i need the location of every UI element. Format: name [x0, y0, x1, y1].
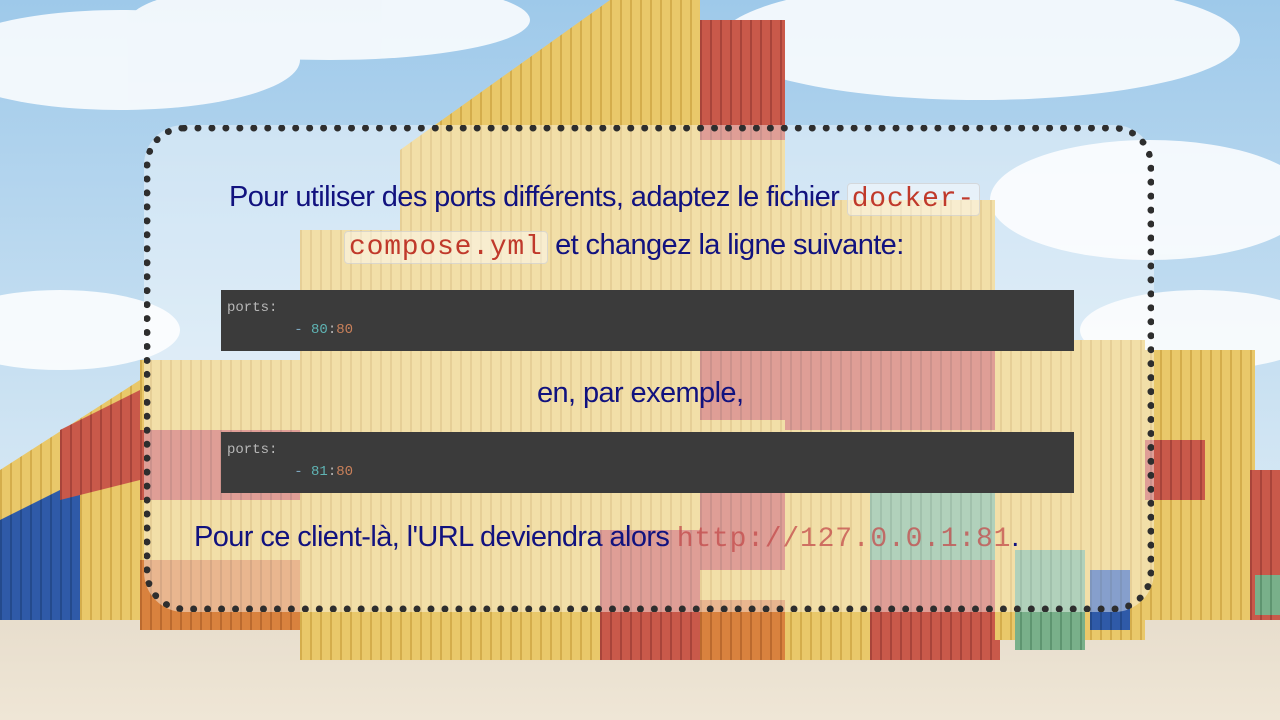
outro-period: . — [1011, 521, 1019, 553]
code-value-line: - 81:80 — [227, 461, 1074, 483]
code-key-line: ports: — [227, 439, 1074, 461]
host-port: 80 — [311, 322, 328, 338]
code-key: ports: — [227, 300, 278, 316]
code-key: ports: — [227, 442, 278, 458]
host-port: 81 — [311, 464, 328, 480]
intro-text-after: et changez la ligne suivante: — [547, 229, 904, 261]
url-code: http://127.0.0.1:81 — [676, 524, 1012, 555]
port-colon: : — [327, 322, 337, 338]
outro-text: Pour ce client-là, l'URL deviendra alors — [194, 521, 677, 553]
code-key-line: ports: — [227, 297, 1074, 319]
outro-line: Pour ce client-là, l'URL deviendra alors… — [194, 514, 1019, 563]
code-value-line: - 80:80 — [227, 319, 1074, 341]
intro-text: Pour utiliser des ports différents, adap… — [229, 181, 847, 213]
intro-line-1: Pour utiliser des ports différents, adap… — [229, 174, 980, 223]
filename-code-part1: docker- — [846, 183, 980, 216]
code-dash: - — [294, 464, 312, 480]
filename-code-part2: compose.yml — [344, 231, 548, 264]
info-card — [144, 125, 1154, 612]
code-block-example: ports: - 81:80 — [221, 432, 1074, 493]
code-dash: - — [294, 322, 312, 338]
container-port: 80 — [336, 464, 354, 480]
container-port: 80 — [336, 322, 354, 338]
intro-line-2: compose.yml et changez la ligne suivante… — [344, 222, 904, 271]
code-block-original: ports: - 80:80 — [221, 290, 1074, 351]
middle-text: en, par exemple, — [537, 377, 744, 409]
port-colon: : — [327, 464, 337, 480]
